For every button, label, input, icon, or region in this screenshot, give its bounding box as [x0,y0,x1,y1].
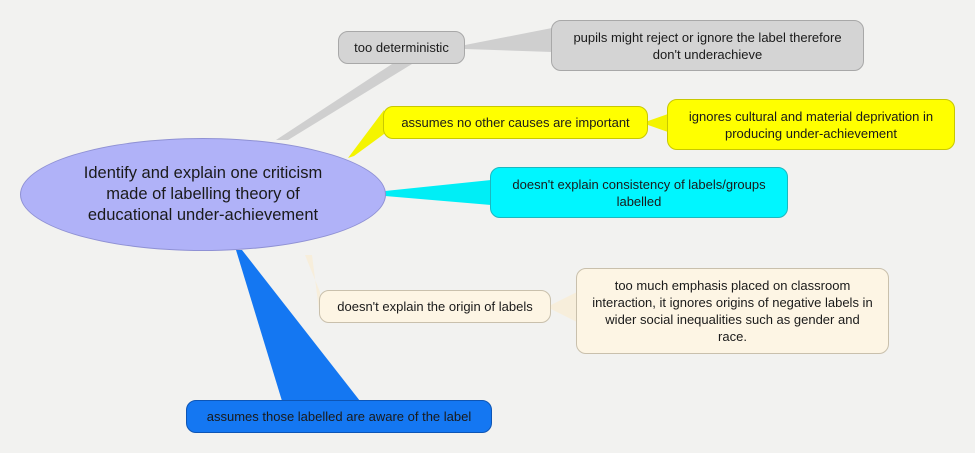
node-label: pupils might reject or ignore the label … [573,29,842,62]
link-root-origin [305,255,320,318]
central-topic-text: Identify and explain one criticism made … [83,164,323,224]
link-deterministic-pupils [465,28,552,52]
link-origin-emphasis [551,292,577,322]
node-label: too deterministic [354,40,449,55]
node-label: too much emphasis placed on classroom in… [592,278,873,344]
central-topic[interactable]: Identify and explain one criticism made … [20,138,386,251]
node-classroom-emphasis[interactable]: too much emphasis placed on classroom in… [576,268,889,354]
link-root-deterministic [276,64,412,140]
node-origin-of-labels[interactable]: doesn't explain the origin of labels [319,290,551,323]
node-label: assumes those labelled are aware of the … [206,409,472,424]
link-root-aware [236,250,360,401]
node-pupils-reject-label[interactable]: pupils might reject or ignore the label … [551,20,864,71]
node-label: ignores cultural and material deprivatio… [688,108,934,141]
link-root-consistency [385,180,491,205]
node-no-other-causes[interactable]: assumes no other causes are important [383,106,648,139]
link-causes-cultural [648,114,668,132]
node-label: assumes no other causes are important [401,115,630,130]
node-aware-of-label[interactable]: assumes those labelled are aware of the … [186,400,492,433]
node-label: doesn't explain the origin of labels [337,299,533,314]
node-too-deterministic[interactable]: too deterministic [338,31,465,64]
link-root-causes [348,110,384,158]
node-cultural-material-deprivation[interactable]: ignores cultural and material deprivatio… [667,99,955,150]
node-consistency-of-labels[interactable]: doesn't explain consistency of labels/gr… [490,167,788,218]
node-label: doesn't explain consistency of labels/gr… [512,176,766,209]
